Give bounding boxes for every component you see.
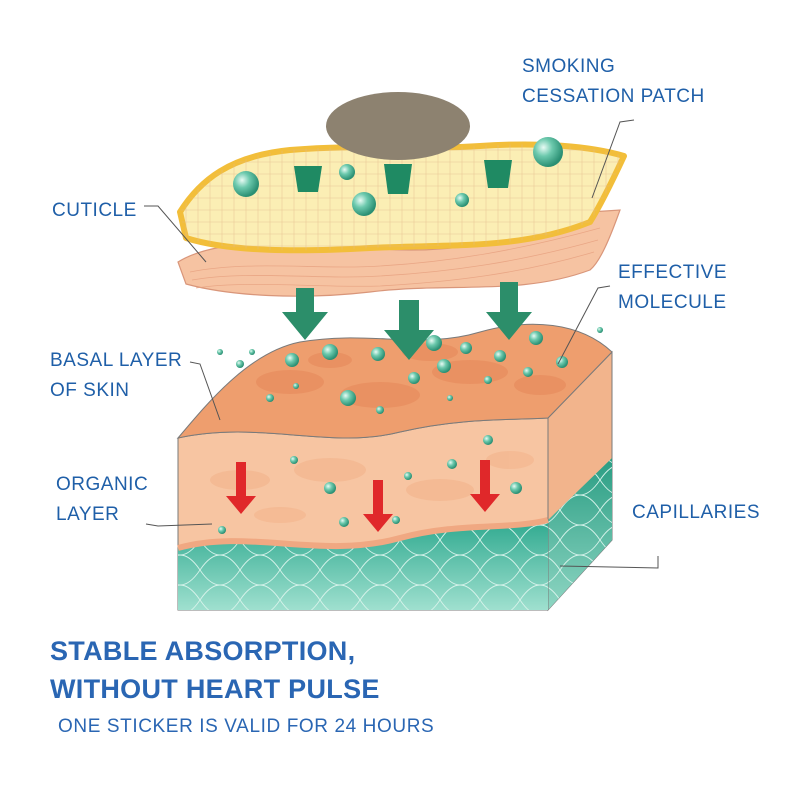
label-effective-molecule: EFFECTIVE MOLECULE (618, 258, 727, 318)
label-basal-layer: BASAL LAYER OF SKIN (50, 346, 182, 406)
subline: ONE STICKER IS VALID FOR 24 HOURS (58, 716, 435, 737)
label-cuticle: CUTICLE (52, 196, 137, 226)
label-line: CESSATION PATCH (522, 86, 705, 107)
label-line: BASAL LAYER (50, 350, 183, 371)
label-line: CUTICLE (52, 200, 137, 221)
release-channels (294, 160, 512, 194)
down-arrow-icon (282, 282, 532, 360)
upper-layers (177, 92, 627, 297)
patch-disc (326, 92, 470, 160)
label-line: CAPILLARIES (632, 502, 760, 523)
label-organic-layer: ORGANIC LAYER (56, 470, 148, 530)
label-line: MOLECULE (618, 292, 727, 313)
label-line: ORGANIC (56, 474, 149, 495)
skin-block (176, 323, 613, 612)
label-capillaries: CAPILLARIES (632, 498, 760, 528)
label-line: SMOKING (522, 56, 616, 77)
label-line: LAYER (56, 504, 120, 525)
headline-line: STABLE ABSORPTION, (50, 636, 356, 666)
down-arrow-icon (226, 460, 500, 532)
label-line: EFFECTIVE (618, 262, 728, 283)
headline: STABLE ABSORPTION, WITHOUT HEART PULSE (50, 632, 380, 708)
leader-lines (144, 119, 659, 569)
molecule-bubble-icon (217, 137, 603, 534)
label-line: OF SKIN (50, 380, 130, 401)
label-smoking-cessation-patch: SMOKING CESSATION PATCH (522, 52, 705, 112)
headline-line: WITHOUT HEART PULSE (50, 674, 380, 704)
